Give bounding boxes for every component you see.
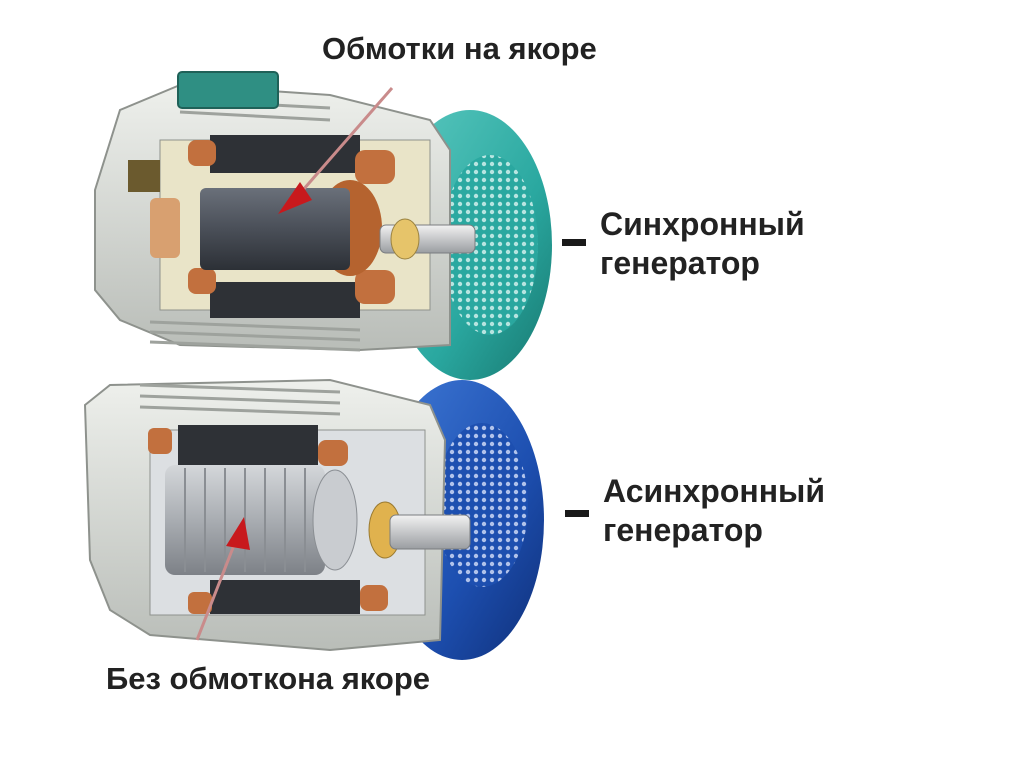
async-winding-tl xyxy=(148,428,172,454)
synchronous-generator-label: Синхронный генератор xyxy=(600,205,805,283)
sync-slip-ring xyxy=(150,198,180,258)
sync-rotor xyxy=(200,188,350,270)
sync-winding-br xyxy=(355,270,395,304)
async-shaft xyxy=(390,515,470,549)
sync-dash-marker xyxy=(562,239,586,246)
sync-brush-holder xyxy=(128,160,160,192)
bottom-callout-label: Без обмоткона якоре xyxy=(106,660,430,698)
sync-winding-tl xyxy=(188,140,216,166)
async-winding-tr xyxy=(318,440,348,466)
async-stator-core-top xyxy=(178,425,318,465)
sync-stator-core-bottom xyxy=(210,282,360,318)
sync-winding-tr xyxy=(355,150,395,184)
asynchronous-generator xyxy=(85,380,544,660)
async-stator-core-bottom xyxy=(210,580,360,614)
async-fan-mesh xyxy=(436,423,528,587)
synchronous-label-line2: генератор xyxy=(600,244,805,283)
sync-terminal-box xyxy=(178,72,278,108)
asynchronous-generator-label: Асинхронный генератор xyxy=(603,472,825,550)
synchronous-generator xyxy=(95,72,552,380)
async-end-ring xyxy=(313,470,357,570)
synchronous-label-line1: Синхронный xyxy=(600,205,805,244)
sync-winding-bl xyxy=(188,268,216,294)
top-callout-label: Обмотки на якоре xyxy=(322,30,597,68)
async-dash-marker xyxy=(565,510,589,517)
sync-stator-core-top xyxy=(210,135,360,173)
async-winding-br xyxy=(360,585,388,611)
asynchronous-label-line1: Асинхронный xyxy=(603,472,825,511)
asynchronous-label-line2: генератор xyxy=(603,511,825,550)
sync-bearing xyxy=(391,219,419,259)
